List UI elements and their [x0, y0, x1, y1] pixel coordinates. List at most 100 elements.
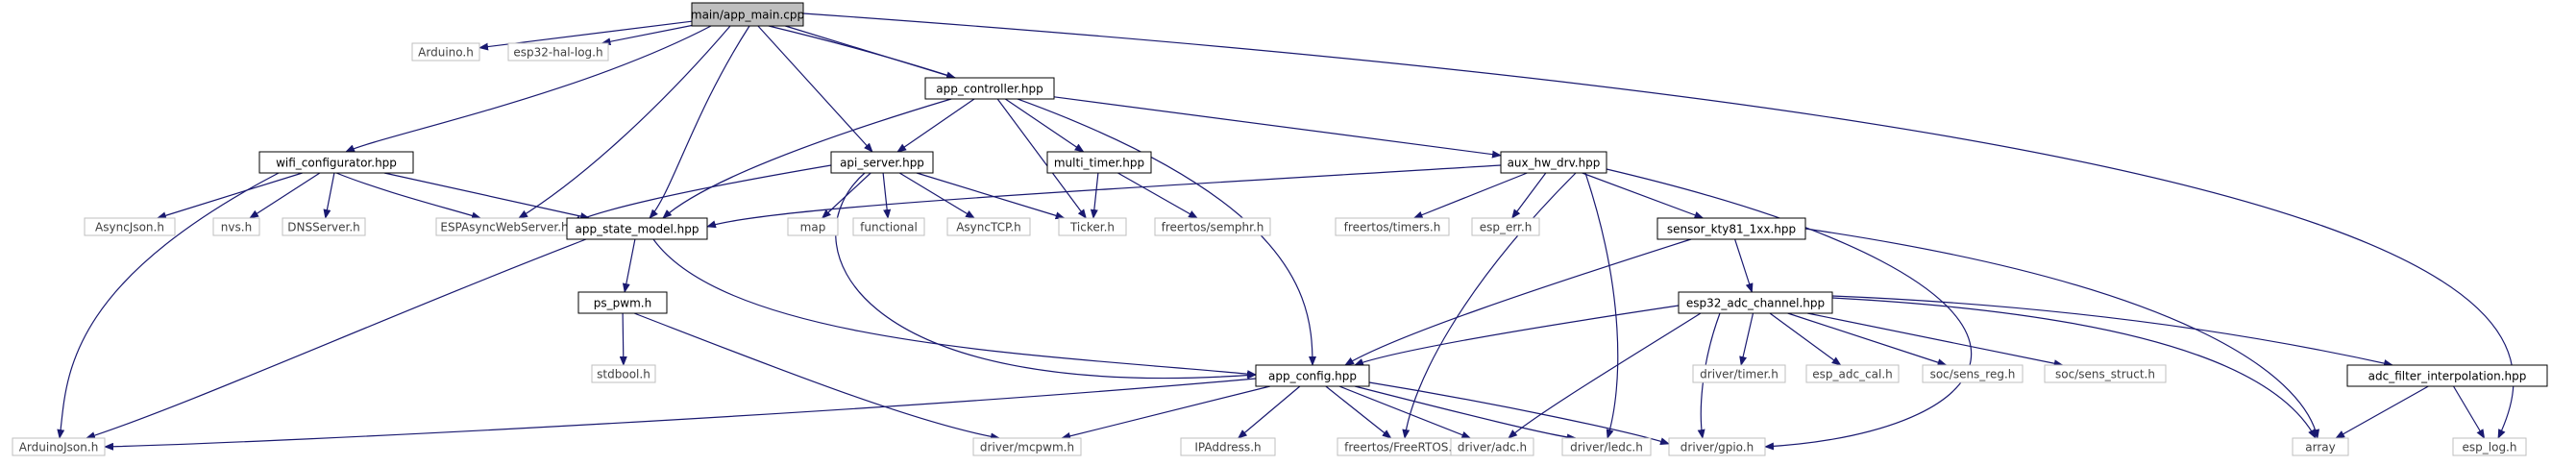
edge-auxhw-to-esperr: [1511, 172, 1547, 219]
node-box-main: [691, 2, 804, 27]
node-label-wificfg: wifi_configurator.hpp: [276, 157, 397, 170]
node-sensstruct: soc/sens_struct.h: [2044, 364, 2167, 383]
node-esplog: esp_log.h: [2452, 437, 2527, 456]
edge-adcch-to-drvtimer: [1739, 312, 1754, 366]
node-wificfg[interactable]: wifi_configurator.hpp: [258, 151, 414, 174]
node-auxhw[interactable]: aux_hw_drv.hpp: [1500, 151, 1607, 174]
node-apiserver[interactable]: api_server.hpp: [830, 151, 934, 174]
node-arduinojson: ArduinoJson.h: [12, 437, 106, 456]
node-label-adcfilter: adc_filter_interpolation.hpp: [2368, 370, 2527, 383]
node-gpio: driver/gpio.h: [1668, 437, 1766, 456]
edge-main-to-appstate: [649, 25, 750, 219]
edge-auxhw-to-appstate: [706, 164, 1502, 229]
node-label-apiserver: api_server.hpp: [840, 157, 924, 170]
node-box-nvs: [212, 217, 260, 236]
node-ledc: driver/ledc.h: [1561, 437, 1652, 456]
node-label-espasync: ESPAsyncWebServer.h: [440, 221, 568, 234]
edge-adcch-to-sensstruct: [1806, 312, 2064, 368]
edge-appctrl-to-ticker: [996, 98, 1087, 219]
node-label-main: main/app_main.cpp: [691, 9, 804, 22]
node-label-nvs: nvs.h: [221, 221, 252, 234]
edge-auxhw-to-ledc: [1584, 172, 1619, 439]
edge-adcch-to-array: [1831, 297, 2317, 439]
edge-adcfilter-to-esplog: [2452, 385, 2486, 439]
node-box-functional: [852, 217, 925, 236]
node-main[interactable]: main/app_main.cpp: [691, 2, 804, 27]
node-array: array: [2292, 437, 2349, 456]
node-asyncjson: AsyncJson.h: [84, 217, 176, 236]
node-multitimer[interactable]: multi_timer.hpp: [1046, 151, 1152, 174]
node-box-esp32log: [507, 42, 609, 61]
node-pspwm[interactable]: ps_pwm.h: [577, 291, 668, 314]
node-ipaddress: IPAddress.h: [1180, 437, 1276, 456]
edge-adcch-to-sensreg: [1787, 312, 1948, 367]
node-box-arduinojson: [12, 437, 106, 456]
edge-kty81-to-appconfig: [1344, 238, 1692, 366]
node-label-arduinojson: ArduinoJson.h: [19, 441, 99, 454]
node-box-wificfg: [258, 151, 414, 174]
node-label-stdbool: stdbool.h: [597, 368, 650, 381]
edge-apiserver-to-espasync: [572, 164, 832, 224]
edge-adcch-to-gpio: [1697, 312, 1721, 439]
node-esperr: esp_err.h: [1471, 217, 1540, 236]
node-label-drvtimer: driver/timer.h: [1700, 368, 1779, 381]
node-kty81[interactable]: sensor_kty81_1xx.hpp: [1656, 217, 1806, 240]
node-box-stdbool: [591, 364, 656, 383]
node-label-multitimer: multi_timer.hpp: [1054, 157, 1144, 170]
edge-main-to-esp32log: [601, 24, 693, 46]
edge-adcch-to-appconfig: [1354, 305, 1680, 366]
node-box-arduino_h: [411, 42, 480, 61]
edge-appconfig-to-gpio: [1368, 381, 1670, 446]
edge-multitimer-to-semphr: [1117, 172, 1198, 219]
edge-wificfg-to-dnsserver: [323, 172, 335, 219]
node-label-map: map: [800, 221, 826, 234]
edge-main-to-appconfig: [768, 25, 1316, 366]
edge-appstate-to-appconfig: [652, 238, 1257, 379]
edge-adcch-to-adccal: [1769, 312, 1842, 366]
node-box-map: [787, 217, 839, 236]
node-label-adccal: esp_adc_cal.h: [1812, 368, 1893, 381]
edge-wificfg-to-nvs: [249, 172, 321, 219]
node-label-auxhw: aux_hw_drv.hpp: [1508, 157, 1601, 170]
node-label-timers: freertos/timers.h: [1344, 221, 1441, 234]
edge-wificfg-to-espasync: [335, 172, 481, 220]
node-arduino_h: Arduino.h: [411, 42, 480, 61]
node-box-adcfilter: [2346, 364, 2548, 387]
node-label-asynctcp: AsyncTCP.h: [956, 221, 1021, 234]
edge-multitimer-to-ticker: [1090, 172, 1099, 219]
node-box-gpio: [1668, 437, 1766, 456]
node-adcch[interactable]: esp32_adc_channel.hpp: [1678, 291, 1833, 314]
node-box-adccal: [1805, 364, 1900, 383]
node-appstate[interactable]: app_state_model.hpp: [566, 217, 708, 240]
node-box-sensreg: [1922, 364, 2024, 383]
node-sensreg: soc/sens_reg.h: [1922, 364, 2024, 383]
node-box-multitimer: [1046, 151, 1152, 174]
node-timers: freertos/timers.h: [1335, 217, 1450, 236]
node-label-appstate: app_state_model.hpp: [575, 223, 699, 236]
edge-wificfg-to-appstate: [383, 172, 591, 220]
node-label-esplog: esp_log.h: [2463, 441, 2517, 454]
node-label-drvadc: driver/adc.h: [1458, 441, 1527, 454]
node-label-sensreg: soc/sens_reg.h: [1930, 368, 2016, 381]
node-adcfilter[interactable]: adc_filter_interpolation.hpp: [2346, 364, 2548, 387]
node-ticker: Ticker.h: [1058, 217, 1127, 236]
edge-kty81-to-array: [1804, 228, 2320, 439]
edge-apiserver-to-ticker: [916, 172, 1066, 220]
node-functional: functional: [852, 217, 925, 236]
edge-appctrl-to-multitimer: [1004, 98, 1085, 153]
node-asynctcp: AsyncTCP.h: [946, 217, 1031, 236]
edge-main-to-espasync: [518, 25, 731, 219]
node-label-esperr: esp_err.h: [1480, 221, 1533, 234]
node-drvtimer: driver/timer.h: [1692, 364, 1786, 383]
node-label-appctrl: app_controller.hpp: [936, 83, 1043, 96]
node-appctrl[interactable]: app_controller.hpp: [924, 77, 1055, 100]
node-label-sensstruct: soc/sens_struct.h: [2055, 368, 2155, 381]
edge-main-to-apiserver: [757, 25, 873, 153]
edge-appctrl-to-appstate: [662, 98, 952, 219]
edge-appconfig-to-ledc: [1354, 385, 1577, 442]
node-box-kty81: [1656, 217, 1806, 240]
node-appconfig[interactable]: app_config.hpp: [1255, 364, 1370, 387]
node-box-dnsserver: [282, 217, 366, 236]
node-label-arduino_h: Arduino.h: [418, 46, 474, 60]
